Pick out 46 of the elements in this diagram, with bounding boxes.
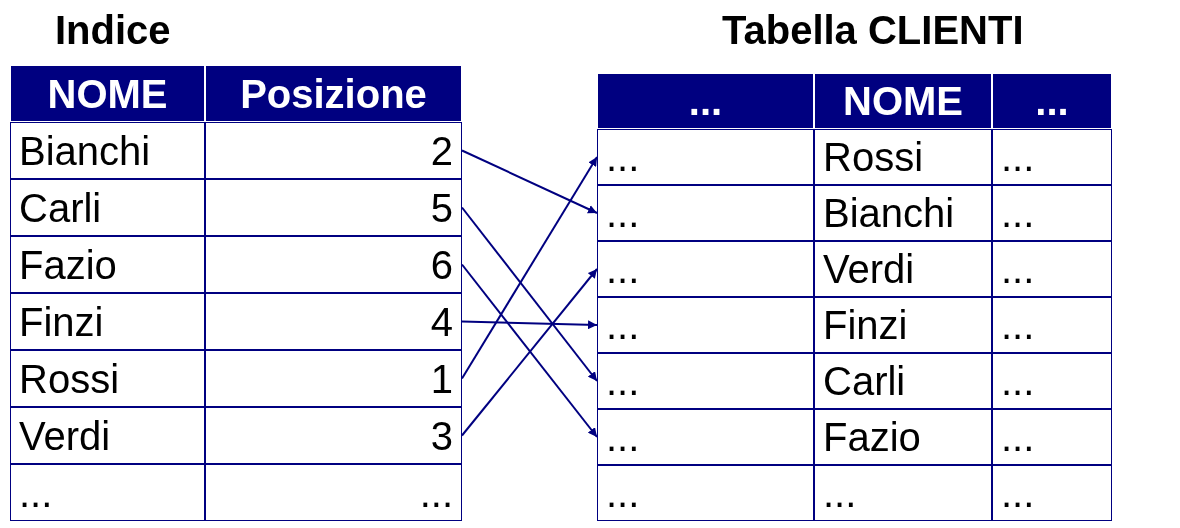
table-cell: ... bbox=[597, 353, 814, 409]
arrow bbox=[461, 149, 598, 214]
table-cell: 4 bbox=[205, 293, 462, 350]
table-cell: Carli bbox=[814, 353, 992, 409]
table-cell: ... bbox=[992, 465, 1112, 521]
table-cell: ... bbox=[597, 297, 814, 353]
header-cell: ... bbox=[992, 73, 1112, 129]
header-cell: Posizione bbox=[205, 65, 462, 122]
table-cell: ... bbox=[597, 465, 814, 521]
table-cell: Verdi bbox=[814, 241, 992, 297]
table-cell: ... bbox=[205, 464, 462, 521]
table-cell: Bianchi bbox=[814, 185, 992, 241]
table-cell: 1 bbox=[205, 350, 462, 407]
table-cell: ... bbox=[992, 353, 1112, 409]
table-cell: 6 bbox=[205, 236, 462, 293]
table-title: Tabella CLIENTI bbox=[722, 7, 1024, 53]
table-cell: ... bbox=[992, 129, 1112, 185]
arrow bbox=[461, 156, 598, 380]
table-title: Indice bbox=[55, 7, 171, 53]
table-cell: ... bbox=[597, 129, 814, 185]
header-cell: NOME bbox=[10, 65, 205, 122]
table-cell: 5 bbox=[205, 179, 462, 236]
table-cell: Finzi bbox=[10, 293, 205, 350]
header-cell: ... bbox=[597, 73, 814, 129]
table-cell: ... bbox=[597, 185, 814, 241]
table-cell: Bianchi bbox=[10, 122, 205, 179]
table-cell: Fazio bbox=[10, 236, 205, 293]
table-cell: Carli bbox=[10, 179, 205, 236]
table-cell: ... bbox=[814, 465, 992, 521]
table-cell: Rossi bbox=[814, 129, 992, 185]
table-cell: ... bbox=[992, 297, 1112, 353]
table-cell: ... bbox=[597, 409, 814, 465]
table-cell: ... bbox=[597, 241, 814, 297]
table-cell: 2 bbox=[205, 122, 462, 179]
table-cell: ... bbox=[992, 185, 1112, 241]
table-cell: ... bbox=[992, 409, 1112, 465]
table-cell: ... bbox=[992, 241, 1112, 297]
table-cell: ... bbox=[10, 464, 205, 521]
table-cell: Finzi bbox=[814, 297, 992, 353]
table-cell: Verdi bbox=[10, 407, 205, 464]
arrow bbox=[461, 206, 598, 382]
table-cell: 3 bbox=[205, 407, 462, 464]
arrow bbox=[461, 320, 598, 330]
table-cell: Rossi bbox=[10, 350, 205, 407]
table-cell: Fazio bbox=[814, 409, 992, 465]
header-cell: NOME bbox=[814, 73, 992, 129]
